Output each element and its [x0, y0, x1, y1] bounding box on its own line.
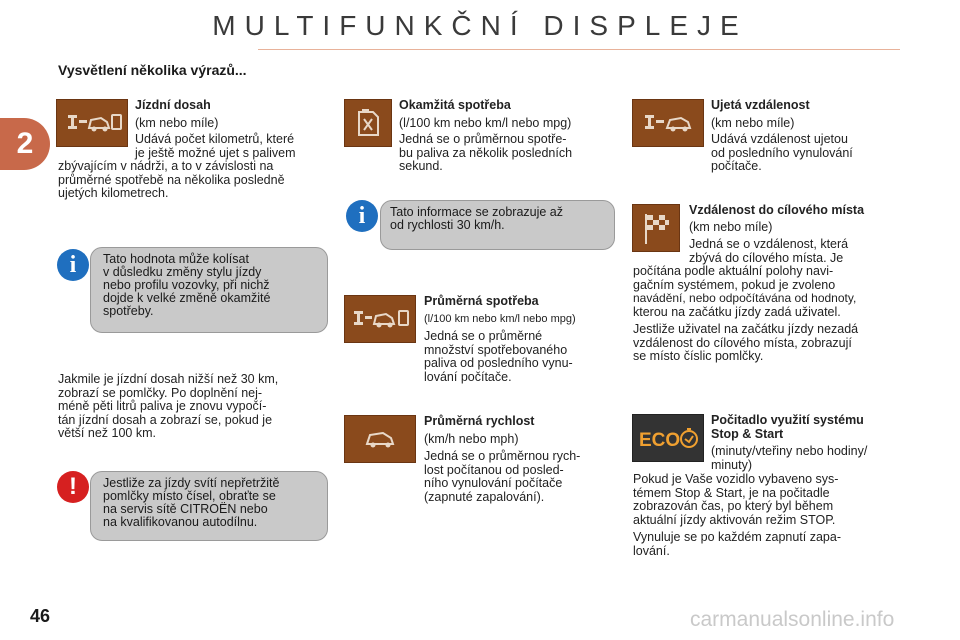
- dest-line-4: gačním systémem, pokud je zvoleno: [633, 277, 836, 292]
- stopstart-title: Počitadlo využití systému Stop & Start: [711, 413, 864, 441]
- info-note-range-text: Tato hodnota může kolísat v důsledku změ…: [103, 253, 319, 318]
- destination-title: Vzdálenost do cílového místa: [689, 203, 865, 217]
- ss-line-3: zobrazován čas, po který byl během: [633, 499, 834, 513]
- avg-consumption-title: Průměrná spotřeba: [424, 294, 539, 308]
- dist-line-2: od posledního vynulování: [711, 145, 853, 160]
- para-line-2: zobrazí se pomlčky. Po doplnění nej-: [58, 385, 263, 400]
- avgs-line-1: Jedná se o průměrnou rych-: [424, 449, 581, 463]
- distance-unit: (km nebo míle): [711, 116, 795, 130]
- para-line-5: větší než 100 km.: [58, 426, 156, 440]
- avg-speed-unit: (km/h nebo mph): [424, 432, 519, 446]
- avgc-line-1: Jedná se o průměrné: [424, 329, 543, 343]
- destination-unit: (km nebo míle): [689, 220, 773, 234]
- info-note-instant: [380, 200, 615, 250]
- avgs-line-2: lost počítanou od posled-: [424, 462, 564, 477]
- range-line-5: ujetých kilometrech.: [58, 186, 169, 200]
- avg-consumption-unit: (l/100 km nebo km/l nebo mpg): [424, 313, 576, 325]
- distance-travelled-icon: [632, 99, 704, 147]
- note-line-1: Tato hodnota může kolísat: [103, 252, 249, 266]
- warn-line-2: pomlčky místo čísel, obraťte se: [103, 489, 276, 503]
- instant-note-line-1: Tato informace se zobrazuje až: [390, 205, 564, 219]
- dest-line-6: kterou na začátku jízdy zadá uživatel.: [633, 304, 841, 319]
- para-line-4: tán jízdní dosah a zobrazí se, pokud je: [58, 412, 273, 427]
- dest-line-8: vzdálenost do cílového místa, zobrazují: [633, 335, 852, 350]
- dist-line-3: počítače.: [711, 159, 762, 173]
- header-rule: [258, 49, 900, 50]
- avg-speed-title: Průměrná rychlost: [424, 414, 535, 428]
- stopstart-unit-line-2: minuty): [711, 457, 752, 472]
- range-unit: (km nebo míle): [135, 116, 219, 130]
- instant-note-line-2: od rychlosti 30 km/h.: [390, 218, 505, 232]
- note-line-3: nebo profilu vozovky, při nichž: [103, 278, 270, 292]
- info-icon: i: [346, 200, 378, 232]
- stopstart-unit-line-1: (minuty/vteřiny nebo hodiny/: [711, 444, 868, 458]
- avg-consumption-desc: Jedná se o průměrné množství spotřebovan…: [424, 329, 614, 384]
- dest-line-3: počítána podle aktuální polohy navi-: [633, 264, 834, 278]
- fuel-range-icon: [56, 99, 128, 147]
- note-line-4: dojde k velké změně okamžité: [103, 291, 271, 305]
- ss-line-6: lování.: [633, 543, 670, 558]
- dest-line-2: zbývá do cílového místa. Je: [689, 250, 844, 265]
- avgs-line-4: (zapnuté zapalování).: [424, 489, 545, 504]
- eco-label: ECO: [639, 430, 680, 451]
- instant-line-1: Jedná se o průměrnou spotře-: [399, 132, 567, 146]
- warn-line-3: na servis sítě CITROËN nebo: [103, 502, 268, 516]
- stopstart-title-line-2: Stop & Start: [711, 426, 784, 441]
- info-icon: i: [57, 249, 89, 281]
- stopstart-title-line-1: Počitadlo využití systému: [711, 413, 864, 427]
- ss-line-5: Vynuluje se po každém zapnutí zapa-: [633, 530, 841, 544]
- warning-note-text: Jestliže za jízdy svítí nepřetržitě poml…: [103, 477, 319, 529]
- info-note-range: [90, 247, 328, 333]
- avgc-line-2: množství spotřebovaného: [424, 342, 568, 357]
- checkered-flag-icon: [632, 204, 680, 252]
- stopstart-desc: Pokud je Vaše vozidlo vybaveno sys- téme…: [633, 472, 902, 558]
- chapter-tab: 2: [0, 118, 50, 170]
- range-title: Jízdní dosah: [135, 98, 211, 112]
- average-consumption-icon: [344, 295, 416, 343]
- warning-icon: !: [57, 471, 89, 503]
- distance-title: Ujetá vzdálenost: [711, 98, 810, 112]
- avgs-line-3: ního vynulování počítače: [424, 476, 563, 490]
- page-number: 46: [30, 606, 51, 626]
- page-title: MULTIFUNKČNÍ DISPLEJE: [212, 10, 748, 41]
- range-dashes-paragraph: Jakmile je jízdní dosah nižší než 30 km,…: [58, 372, 326, 441]
- range-line-3: zbývajícím v nádrži, a to v závislosti n…: [58, 159, 274, 173]
- dest-line-5: navádění, nebo odpočítávána od hodnoty,: [633, 291, 857, 305]
- distance-desc: Udává vzdálenost ujetou od posledního vy…: [711, 132, 902, 174]
- ss-line-2: témem Stop & Start, je na počitadle: [633, 485, 830, 500]
- ss-line-1: Pokud je Vaše vozidlo vybaveno sys-: [633, 472, 839, 486]
- range-desc: Udává počet kilometrů, které je ještě mo…: [58, 132, 326, 201]
- section-title: Vysvětlení několika výrazů...: [58, 62, 247, 78]
- dest-line-7: Jestliže uživatel na začátku jízdy nezad…: [633, 322, 859, 336]
- instant-unit: (l/100 km nebo km/l nebo mpg): [399, 116, 572, 130]
- average-speed-icon: [344, 415, 416, 463]
- dest-line-1: Jedná se o vzdálenost, která: [689, 237, 849, 251]
- avg-speed-desc: Jedná se o průměrnou rych- lost počítano…: [424, 449, 614, 504]
- range-line-2: je ještě možné ujet s palivem: [135, 145, 296, 160]
- avgc-line-3: paliva od posledního vynu-: [424, 356, 573, 370]
- para-line-1: Jakmile je jízdní dosah nižší než 30 km,: [58, 372, 279, 386]
- dist-line-1: Udává vzdálenost ujetou: [711, 132, 848, 146]
- dest-line-9: se místo číslic pomlčky.: [633, 349, 764, 363]
- instant-title: Okamžitá spotřeba: [399, 98, 511, 112]
- warn-line-4: na kvalifikovanou autodílnu.: [103, 515, 258, 529]
- range-line-1: Udává počet kilometrů, které: [135, 132, 295, 146]
- fuel-can-icon: [344, 99, 392, 147]
- para-line-3: méně pěti litrů paliva je znovu vypočí-: [58, 399, 267, 413]
- instant-desc: Jedná se o průměrnou spotře- bu paliva z…: [399, 132, 614, 174]
- instant-line-2: bu paliva za několik posledních: [399, 145, 573, 160]
- range-line-4: průměrné spotřebě na několika posledně: [58, 172, 285, 187]
- stopstart-unit: (minuty/vteřiny nebo hodiny/ minuty): [711, 444, 868, 472]
- instant-line-3: sekund.: [399, 159, 443, 173]
- ss-line-4: aktuální jízdy aktivován režim STOP.: [633, 512, 836, 527]
- info-note-instant-text: Tato informace se zobrazuje až od rychlo…: [390, 206, 606, 232]
- eco-stopstart-icon: ECO: [632, 414, 704, 462]
- note-line-5: spotřeby.: [103, 304, 154, 318]
- destination-desc: Jedná se o vzdálenost, která zbývá do cí…: [633, 237, 902, 364]
- warning-note: [90, 471, 328, 541]
- warn-line-1: Jestliže za jízdy svítí nepřetržitě: [103, 476, 280, 490]
- note-line-2: v důsledku změny stylu jízdy: [103, 265, 262, 279]
- watermark: carmanualsonline.info: [690, 608, 895, 631]
- avgc-line-4: lování počítače.: [424, 369, 512, 384]
